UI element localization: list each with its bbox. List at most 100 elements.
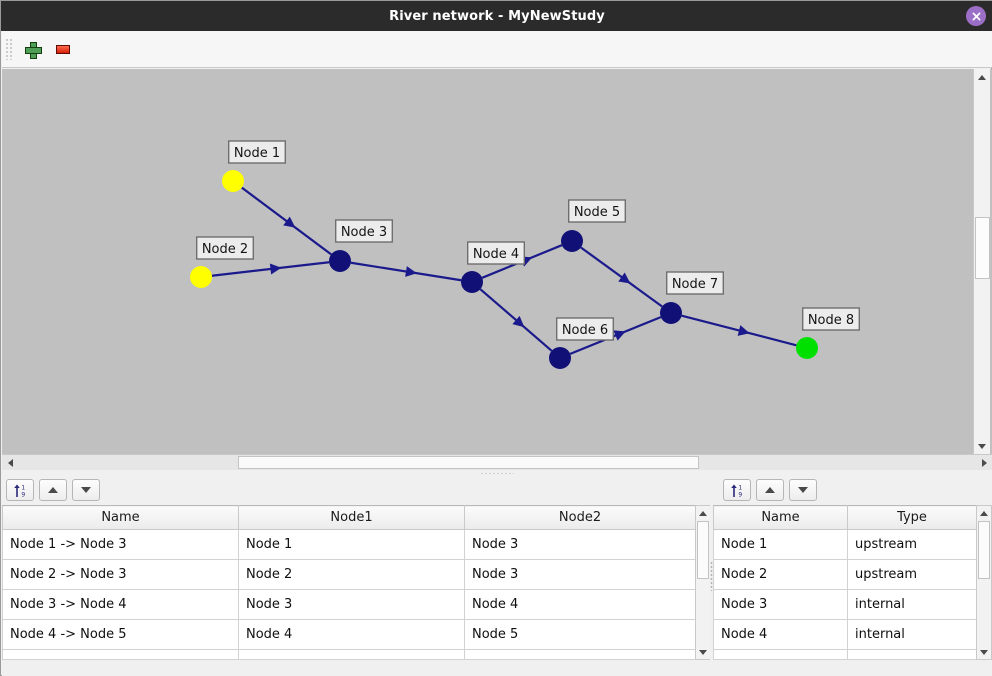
table-cell[interactable] — [713, 649, 848, 660]
vertical-splitter-grip — [710, 560, 713, 591]
horizontal-scroll-thumb[interactable] — [238, 456, 699, 469]
table-cell[interactable]: Node 4 — [238, 619, 465, 650]
table-cell[interactable]: Node 3 -> Node 4 — [2, 589, 239, 620]
graph-node[interactable] — [222, 170, 244, 192]
table-cell[interactable]: Node 1 — [713, 529, 848, 560]
table-cell[interactable]: Node 4 — [464, 589, 696, 620]
branches-table-scrollbar[interactable] — [695, 505, 711, 660]
table-cell[interactable]: Node 2 — [238, 559, 465, 590]
graph-edge-arrow — [618, 272, 631, 284]
add-node-button[interactable] — [19, 36, 45, 62]
graph-node[interactable] — [660, 302, 682, 324]
column-header[interactable]: Type — [847, 505, 977, 530]
table-cell[interactable] — [847, 649, 977, 660]
scroll-right-icon[interactable] — [976, 455, 992, 470]
table-row-partial[interactable] — [2, 649, 696, 660]
table-cell[interactable]: Node 2 -> Node 3 — [2, 559, 239, 590]
branches-scroll-down-icon[interactable] — [696, 645, 710, 659]
node-label-box[interactable] — [335, 219, 394, 243]
branches-sort-button[interactable]: 1 9 — [6, 479, 34, 501]
branches-move-up-button[interactable] — [39, 479, 67, 501]
column-header[interactable]: Name — [713, 505, 848, 530]
column-header[interactable]: Name — [2, 505, 239, 530]
table-cell[interactable] — [464, 649, 696, 660]
node-label-box[interactable] — [467, 241, 526, 265]
table-cell[interactable]: Node 5 — [464, 619, 696, 650]
branches-move-down-button[interactable] — [72, 479, 100, 501]
sort-ascending-icon: 1 9 — [13, 483, 27, 498]
node-label-box[interactable] — [568, 199, 627, 223]
table-cell[interactable]: Node 4 — [713, 619, 848, 650]
graph-node[interactable] — [329, 250, 351, 272]
table-cell[interactable]: Node 2 — [713, 559, 848, 590]
graph-node[interactable] — [796, 337, 818, 359]
splitter-grip — [480, 471, 514, 475]
nodes-move-up-button[interactable] — [756, 479, 784, 501]
vertical-splitter[interactable] — [710, 475, 713, 676]
table-cell[interactable]: Node 3 — [464, 559, 696, 590]
node-label-box[interactable] — [227, 140, 286, 164]
table-cell[interactable]: internal — [847, 589, 977, 620]
scroll-down-icon[interactable] — [974, 438, 990, 454]
table-cell[interactable]: upstream — [847, 559, 977, 590]
graph-edge-arrow — [283, 216, 296, 228]
canvas-vertical-scrollbar[interactable] — [973, 69, 990, 454]
table-cell[interactable]: Node 1 — [238, 529, 465, 560]
node-label-box[interactable] — [195, 236, 254, 260]
nodes-sort-button[interactable]: 1 9 — [723, 479, 751, 501]
column-header[interactable]: Node2 — [464, 505, 696, 530]
graph-node[interactable] — [549, 347, 571, 369]
node-label-box[interactable] — [666, 271, 725, 295]
node-label-text: Node 4 — [473, 247, 519, 262]
node-label-text: Node 8 — [808, 313, 854, 328]
graph-node[interactable] — [461, 271, 483, 293]
table-row-partial[interactable] — [713, 649, 977, 660]
scroll-up-icon[interactable] — [974, 69, 990, 85]
table-cell[interactable] — [238, 649, 465, 660]
canvas-horizontal-scrollbar[interactable] — [2, 454, 992, 470]
svg-text:9: 9 — [21, 491, 25, 497]
node-label-box[interactable] — [556, 317, 615, 341]
graph-node[interactable] — [561, 230, 583, 252]
table-cell[interactable]: Node 3 — [238, 589, 465, 620]
remove-node-button[interactable] — [50, 36, 76, 62]
table-cell[interactable]: internal — [847, 619, 977, 650]
nodes-scroll-down-icon[interactable] — [977, 645, 991, 659]
nodes-scroll-up-icon[interactable] — [977, 506, 991, 520]
table-cell[interactable]: upstream — [847, 529, 977, 560]
table-cell[interactable] — [2, 649, 239, 660]
nodes-table-scrollbar[interactable] — [976, 505, 992, 660]
table-cell[interactable]: Node 4 -> Node 5 — [2, 619, 239, 650]
table-cell[interactable]: Node 1 -> Node 3 — [2, 529, 239, 560]
table-cell[interactable]: Node 3 — [464, 529, 696, 560]
nodes-move-down-button[interactable] — [789, 479, 817, 501]
column-header[interactable]: Node1 — [238, 505, 465, 530]
graph-node[interactable] — [190, 266, 212, 288]
scroll-left-icon[interactable] — [2, 455, 18, 470]
toolbar-grip[interactable] — [5, 38, 14, 60]
table-cell[interactable]: Node 3 — [713, 589, 848, 620]
nodes-scroll-thumb[interactable] — [978, 521, 990, 579]
branches-scroll-thumb[interactable] — [697, 521, 709, 579]
close-icon[interactable] — [966, 6, 986, 26]
horizontal-splitter[interactable] — [2, 470, 992, 476]
node-label-box[interactable] — [802, 307, 861, 331]
vertical-scroll-thumb[interactable] — [975, 217, 990, 279]
branches-scroll-up-icon[interactable] — [696, 506, 710, 520]
